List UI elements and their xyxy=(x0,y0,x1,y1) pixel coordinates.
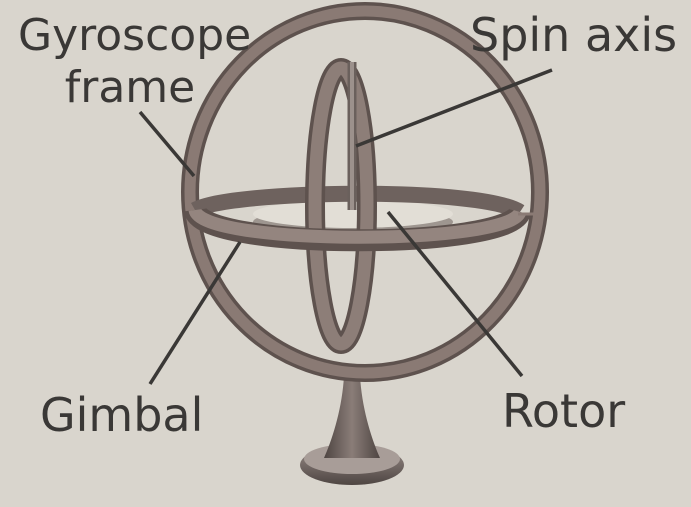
leader-line-frame xyxy=(140,112,194,176)
gyroscope-frame-label-line1: Gyroscope xyxy=(18,10,242,62)
stand-pedestal xyxy=(324,376,380,458)
rotor-label: Rotor xyxy=(502,388,625,434)
gimbal-label: Gimbal xyxy=(40,392,203,438)
spin-axis-label: Spin axis xyxy=(470,12,677,58)
gyroscope-frame-label-line2: frame xyxy=(18,62,242,114)
gyroscope-frame-label: Gyroscope frame xyxy=(18,10,242,114)
stand xyxy=(300,376,404,485)
